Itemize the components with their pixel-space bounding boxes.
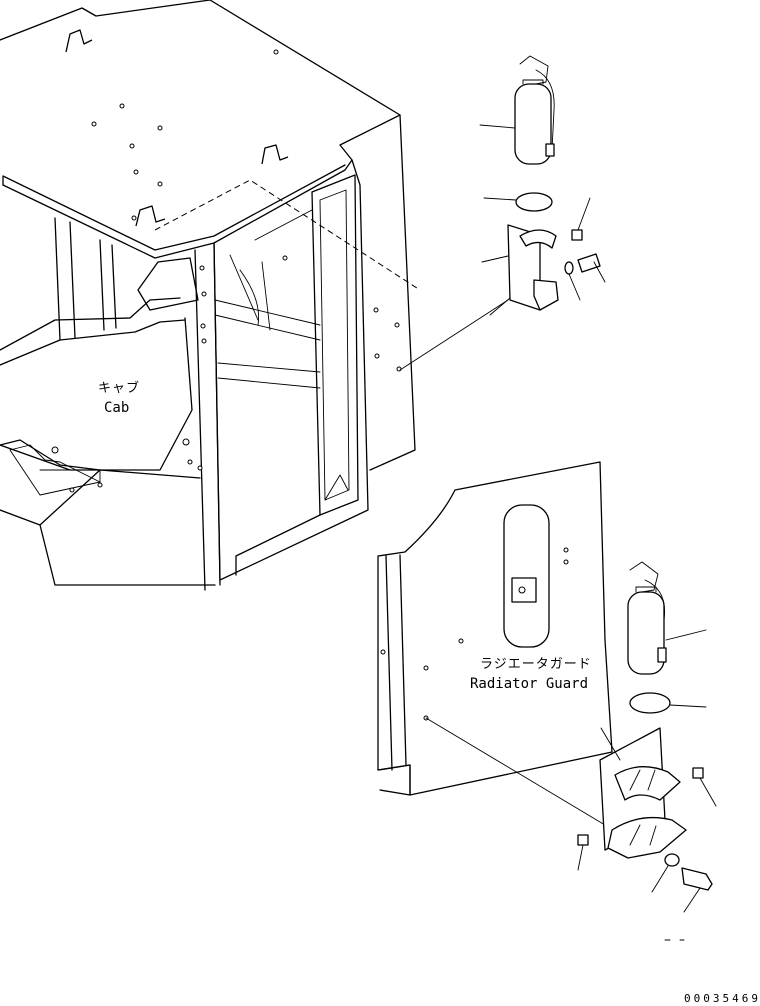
radiator-guard	[377, 461, 613, 826]
fire-extinguisher-lower	[627, 561, 707, 675]
drawing-code: 00035469	[684, 992, 760, 1005]
holder-cap-lower	[629, 692, 707, 714]
roof-holes	[91, 49, 279, 221]
radiator-guard-label-jp: ラジエータガード	[480, 657, 592, 672]
cab-label-en: Cab	[104, 400, 129, 416]
fire-extinguisher-upper	[479, 55, 555, 165]
bracket-upper	[399, 197, 606, 371]
radiator-guard-label-en: Radiator Guard	[470, 676, 588, 692]
bracket-lower	[577, 727, 717, 941]
holder-cap-upper	[483, 192, 553, 212]
cab-label-jp: キャブ	[98, 380, 140, 396]
cab-assembly	[0, 0, 421, 591]
